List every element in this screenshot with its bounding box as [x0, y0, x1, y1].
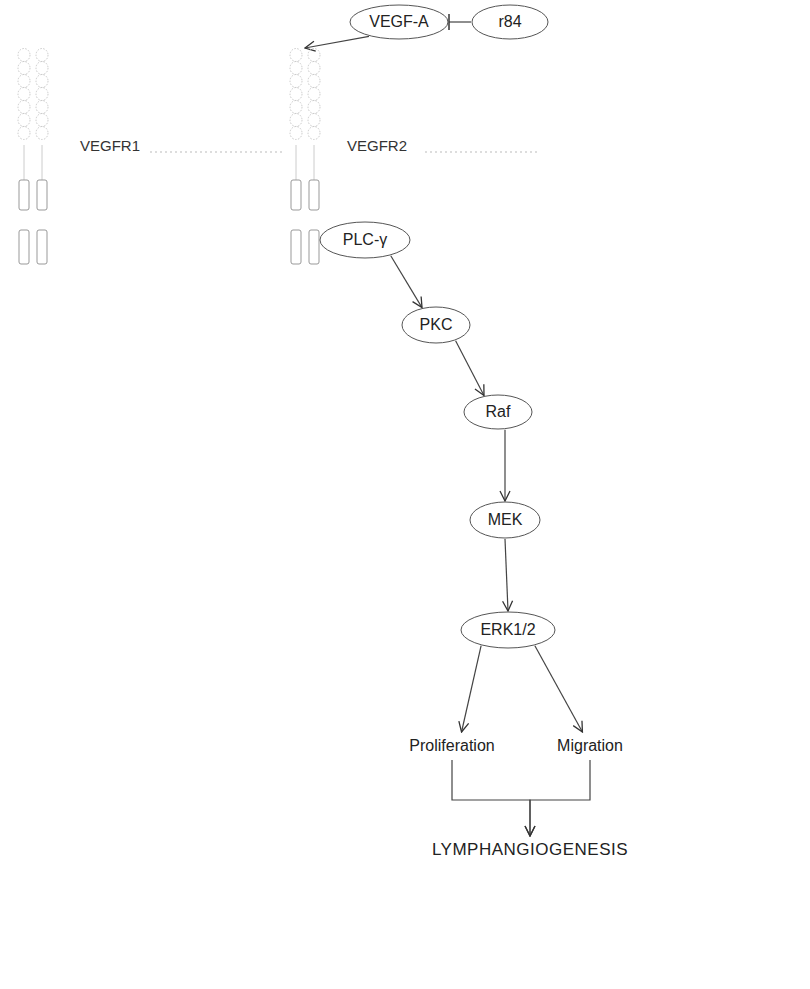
ig-domain	[308, 101, 320, 114]
node-label: MEK	[488, 510, 523, 530]
ig-domain	[18, 75, 30, 88]
cell-membrane	[425, 152, 540, 153]
pathway-node: MEK	[469, 501, 541, 539]
ig-domain	[290, 88, 302, 101]
arrow-connector	[305, 36, 369, 48]
ig-domain	[18, 101, 30, 114]
transmembrane-stem	[42, 145, 43, 180]
node-label: PLC-γ	[343, 230, 387, 250]
ig-domain	[36, 75, 48, 88]
arrow-connector	[505, 539, 508, 611]
outcome-node: LYMPHANGIOGENESIS	[427, 836, 633, 864]
ig-domain	[36, 62, 48, 75]
receptor-label: VEGFR2	[347, 136, 407, 156]
arrow-connector	[456, 341, 484, 396]
ig-domain	[290, 62, 302, 75]
arrow-connector	[391, 256, 422, 308]
ig-domain	[308, 75, 320, 88]
transmembrane-stem	[24, 145, 25, 180]
pathway-node: r84	[471, 4, 549, 40]
ig-domain	[36, 49, 48, 62]
node-ellipse	[402, 307, 470, 343]
ig-domain	[290, 49, 302, 62]
kinase-domain	[19, 180, 29, 210]
kinase-domain	[37, 230, 47, 264]
ig-domain	[290, 114, 302, 127]
pathway-node: VEGF-A	[349, 4, 449, 40]
arrow-connector	[535, 646, 583, 732]
node-ellipse	[470, 502, 540, 538]
node-ellipse	[461, 612, 555, 648]
pathway-node: PLC-γ	[319, 221, 411, 259]
pathway-node: PKC	[401, 306, 471, 344]
ig-domain	[18, 49, 30, 62]
ig-domain	[18, 127, 30, 140]
kinase-domain	[291, 180, 301, 210]
arrow-connector	[504, 430, 505, 501]
kinase-domain	[37, 180, 47, 210]
arrow-connector	[452, 760, 530, 836]
node-label: ERK1/2	[480, 620, 535, 640]
ig-domain	[308, 127, 320, 140]
receptor: VEGFR2	[288, 48, 322, 268]
ig-domain	[36, 114, 48, 127]
kinase-domain	[309, 230, 319, 264]
ig-domain	[36, 101, 48, 114]
ig-domain	[290, 101, 302, 114]
receptor-label: VEGFR1	[80, 136, 140, 156]
node-label: LYMPHANGIOGENESIS	[432, 840, 628, 860]
ig-domain	[290, 127, 302, 140]
node-label: Migration	[557, 736, 623, 756]
ig-domain	[18, 62, 30, 75]
ig-domain	[290, 75, 302, 88]
cell-membrane	[150, 152, 284, 153]
arrow-connector	[462, 646, 482, 732]
arrow-connector	[530, 760, 590, 836]
kinase-domain	[291, 230, 301, 264]
node-label: Proliferation	[409, 736, 494, 756]
receptor-drawing	[16, 48, 50, 268]
node-label: VEGF-A	[369, 12, 429, 32]
kinase-domain	[309, 180, 319, 210]
ig-domain	[308, 62, 320, 75]
node-ellipse	[464, 395, 532, 429]
transmembrane-stem	[314, 145, 315, 180]
ig-domain	[308, 114, 320, 127]
receptor: VEGFR1	[16, 48, 50, 268]
kinase-domain	[19, 230, 29, 264]
node-ellipse	[320, 222, 410, 258]
outcome-node: Migration	[552, 732, 628, 760]
node-ellipse	[472, 5, 548, 39]
node-label: r84	[498, 12, 521, 32]
ig-domain	[308, 88, 320, 101]
transmembrane-stem	[296, 145, 297, 180]
node-label: PKC	[420, 315, 453, 335]
receptor-drawing	[288, 48, 322, 268]
ig-domain	[18, 114, 30, 127]
ig-domain	[308, 49, 320, 62]
ig-domain	[36, 127, 48, 140]
inhibition-connector	[449, 21, 471, 22]
outcome-node: Proliferation	[404, 732, 499, 760]
ig-domain	[18, 88, 30, 101]
pathway-node: ERK1/2	[460, 611, 556, 649]
node-ellipse	[350, 5, 448, 39]
ig-domain	[36, 88, 48, 101]
pathway-node: Raf	[463, 394, 533, 430]
node-label: Raf	[486, 402, 511, 422]
